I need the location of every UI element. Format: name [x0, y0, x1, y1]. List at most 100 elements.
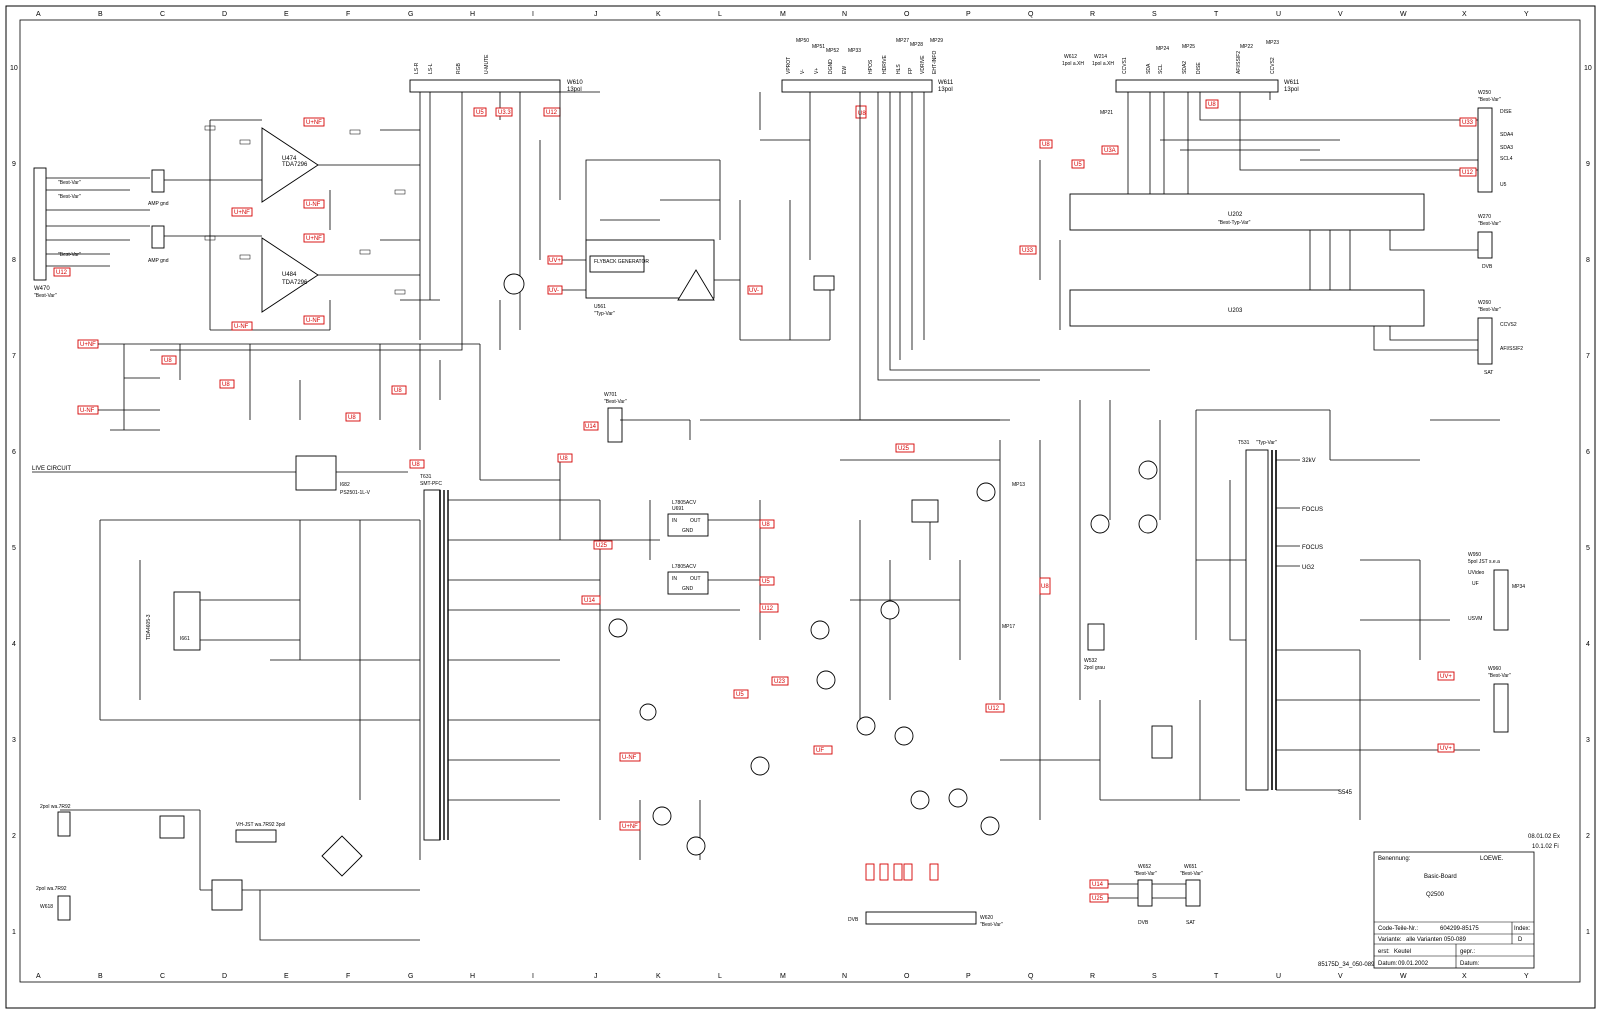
net-tag [557, 453, 573, 463]
mp-label: MP22 [1240, 44, 1253, 50]
mp-label: MP21 [1100, 110, 1113, 116]
w612-name: W612 [1064, 54, 1077, 60]
w611a-signal: VDRIVE [920, 55, 926, 74]
mp-label: MP34 [1512, 584, 1525, 590]
u474-name: U474 [282, 156, 297, 162]
net-tag-text: U8 [1208, 102, 1216, 108]
net-tag [759, 519, 775, 529]
transistor [750, 756, 770, 776]
row-label: 8 [1586, 257, 1590, 264]
focus-label-2: FOCUS [1302, 545, 1323, 551]
drawing-border [19, 19, 1581, 983]
connector-w620 [865, 911, 977, 925]
net-tag [865, 863, 875, 881]
w960-name: W960 [1488, 666, 1501, 672]
w651-variant: "Best-Var" [1180, 871, 1203, 877]
mp-label: MP50 [796, 38, 809, 44]
net-tag-text: U25 [596, 543, 608, 549]
net-tag-text: U+NF [306, 236, 322, 242]
w250-variant: "Best-Var" [1478, 97, 1501, 103]
col-label: J [594, 973, 598, 980]
smps-secondary-section: W701 "Best-Var" U14 U691 L7805ACV IN OUT… [448, 392, 836, 860]
net-tag-text: U8 [858, 111, 866, 117]
net-tag-text: U3A [1104, 148, 1116, 154]
net-tag [1459, 167, 1477, 177]
col-label: X [1462, 973, 1467, 980]
vertical-deflection-section: FLYBACK GENERATOR U561 "Typ-Var" UV+ UV-… [503, 90, 835, 341]
connector-w960 [1493, 683, 1509, 733]
col-label: S [1152, 11, 1157, 18]
reg-out: OUT [690, 576, 701, 582]
col-label: P [966, 11, 971, 18]
erst-value: Keutel [1394, 949, 1411, 955]
col-label: E [284, 973, 289, 980]
net-tag [1205, 99, 1219, 109]
connector-w651 [1185, 879, 1201, 907]
w611b-name: W611 [1284, 80, 1300, 86]
w611a-signal: FP [908, 67, 914, 74]
col-label: H [470, 973, 475, 980]
net-tag-text: U14 [1092, 882, 1104, 888]
best-var-tag: "Best-Var" [58, 252, 81, 258]
net-tag-text: U12 [546, 110, 558, 116]
w611b-signal: SCL [1158, 64, 1164, 74]
connector-w471 [151, 169, 165, 193]
col-label: Y [1524, 11, 1529, 18]
net-tag-text: UV- [549, 288, 559, 294]
title-block-frame [1373, 851, 1535, 969]
u561-variant: "Typ-Var" [594, 311, 615, 317]
net-tag-text: UV+ [1440, 746, 1452, 752]
transistor [1138, 460, 1158, 480]
net-tag [409, 459, 425, 469]
drawing-number: 85175D_34_050-089 [1318, 962, 1375, 968]
mp-label: MP29 [930, 38, 943, 44]
net-tag-text: U+NF [80, 342, 96, 348]
regulator-u693 [667, 571, 709, 595]
row-label: 2 [12, 833, 16, 840]
w270-group: DVB [1482, 264, 1493, 270]
transistor [1138, 514, 1158, 534]
net-tag [495, 107, 513, 117]
vertical-amplifier [677, 269, 715, 301]
w610-signal: U-MUTE [484, 54, 490, 74]
col-label: C [160, 973, 165, 980]
net-tag-text: U8 [560, 456, 568, 462]
net-tag [303, 117, 325, 127]
col-label: Y [1524, 973, 1529, 980]
col-label: A [36, 973, 41, 980]
w618-pins: 2pol wa.7R92 [36, 886, 67, 892]
u202-name: U202 [1228, 212, 1243, 218]
w260-variant: "Best-Var" [1478, 307, 1501, 313]
mp-label: MP13 [1012, 482, 1025, 488]
flyback-transformer-section: T531 "Typ-Var" 32kV FOCUS FOCUS UG2 S545… [1195, 409, 1525, 820]
amp-gnd-label: AMP gnd [148, 201, 169, 207]
net-tag-text: U-NF [234, 324, 249, 330]
date-stamp-1: 08.01.02 Ex [1528, 834, 1560, 840]
net-tag-text: U33 [1462, 120, 1474, 126]
w260-signal: AFI/SSIF2 [1500, 346, 1523, 352]
connector-w470 [33, 167, 47, 281]
w214-pins: 1pol a.XH [1092, 61, 1114, 67]
row-label: 7 [12, 353, 16, 360]
u561-name: U561 [594, 304, 606, 310]
net-tag-text: U5 [1074, 162, 1082, 168]
w950-signal: USVM [1468, 616, 1482, 622]
net-tag-text: UV+ [549, 258, 561, 264]
variante-value: alle Varianten 050-089 [1406, 937, 1467, 943]
net-tag [231, 321, 253, 331]
net-tag-text: U14 [585, 424, 597, 430]
w620-name: W620 [980, 915, 993, 921]
net-tag-text: U25 [898, 446, 910, 452]
w611a-signal: EHT-INFO [932, 51, 938, 74]
net-tag [303, 233, 325, 243]
s545-label: S545 [1338, 790, 1353, 796]
w611a-signal: V- [800, 69, 806, 74]
w611b-signal: DISE [1196, 62, 1202, 74]
net-tag [53, 267, 71, 277]
connector-w260 [1477, 317, 1493, 365]
connector-w569 [813, 275, 835, 291]
reg-out: OUT [690, 518, 701, 524]
connector-w610-body [409, 79, 561, 93]
hv-label: 32kV [1302, 458, 1316, 464]
standby-supply-section: U+NF U-NF U8 U8 U8 U8 U8 LIVE CIRCUIT I6… [32, 339, 480, 496]
